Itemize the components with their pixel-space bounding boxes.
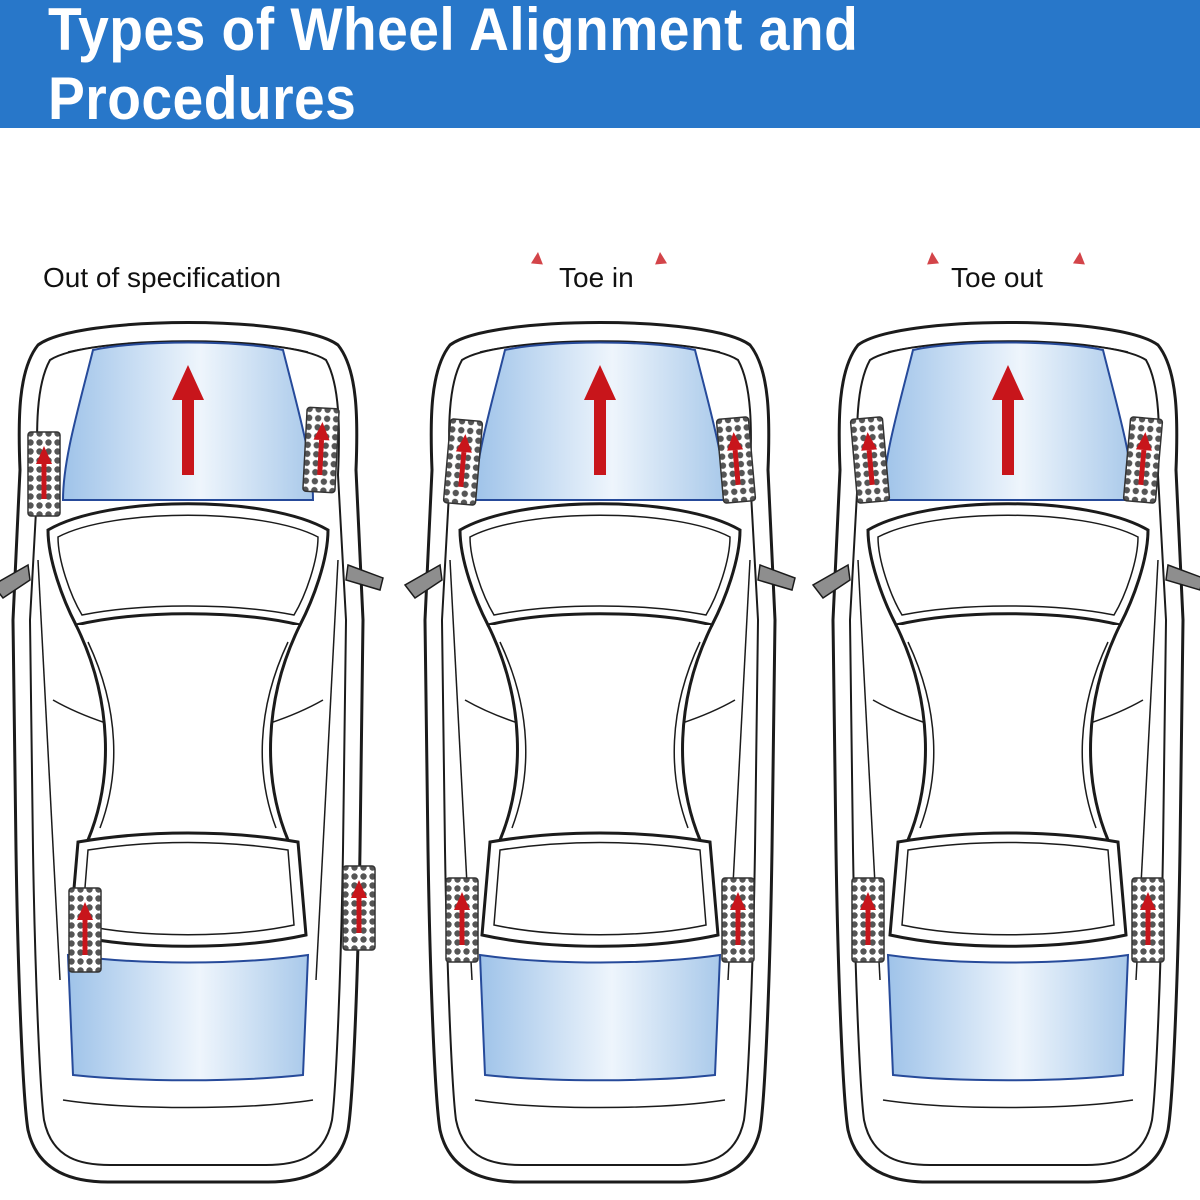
rear-left-tire [445, 877, 479, 963]
rear-left-tire [68, 887, 102, 973]
toe-out-right-arrow [1068, 249, 1088, 304]
rear-left-tire [851, 877, 885, 963]
front-left-tire [27, 431, 61, 517]
front-left-tire [442, 418, 484, 506]
toe-in-right-arrow [652, 249, 672, 304]
title-banner: Types of Wheel Alignment and Procedures [0, 0, 1200, 132]
rear-right-tire [721, 877, 755, 963]
page-title: Types of Wheel Alignment and Procedures [48, 0, 859, 132]
toe-in-left-arrow [526, 249, 546, 304]
car-toe-in [403, 249, 797, 1184]
front-left-tire [849, 416, 891, 504]
toe-out-left-arrow [924, 249, 944, 304]
car-label-toe-in: Toe in [559, 262, 634, 293]
rear-right-tire [342, 865, 376, 951]
car-label-out-of-specification: Out of specification [43, 262, 282, 293]
rear-right-tire [1131, 877, 1165, 963]
car-out-of-specification [0, 321, 385, 1184]
front-right-tire [302, 406, 340, 494]
front-right-tire [1122, 416, 1164, 504]
car-toe-out [811, 249, 1200, 1184]
front-right-tire [715, 416, 757, 504]
car-label-toe-out: Toe out [951, 262, 1043, 293]
